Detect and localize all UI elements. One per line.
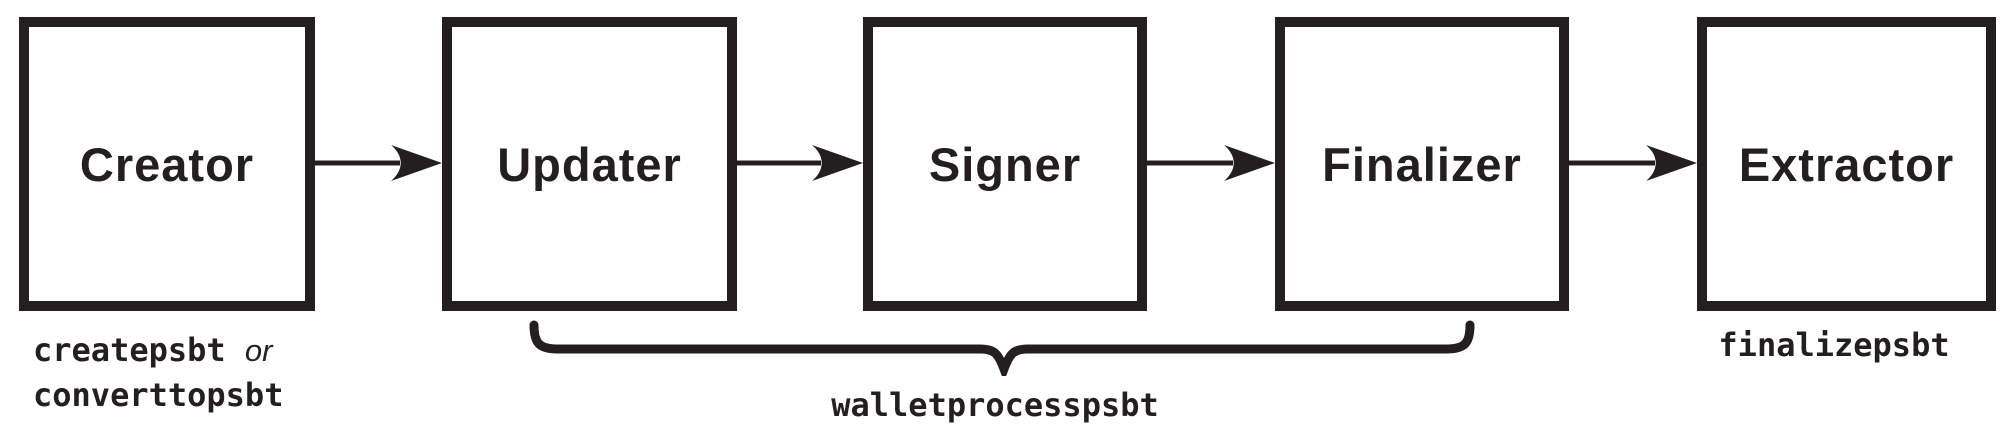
creator-code-2: converttopsbt xyxy=(33,376,284,414)
box-updater: Updater xyxy=(442,17,737,311)
arrow-updater-to-signer-icon xyxy=(737,145,863,181)
creator-caption-line1: createpsbt or xyxy=(33,328,283,373)
box-updater-label: Updater xyxy=(497,137,682,191)
arrow-finalizer-to-extractor-icon xyxy=(1569,145,1697,181)
creator-code-1: createpsbt xyxy=(33,331,226,369)
walletprocesspsbt-caption: walletprocesspsbt xyxy=(831,386,1159,424)
creator-caption: createpsbt or converttopsbt xyxy=(33,328,283,418)
box-finalizer: Finalizer xyxy=(1275,17,1569,311)
finalizepsbt-caption: finalizepsbt xyxy=(1718,326,1950,364)
box-creator: Creator xyxy=(19,17,315,311)
box-signer-label: Signer xyxy=(928,137,1082,191)
box-extractor: Extractor xyxy=(1697,17,1996,311)
box-extractor-label: Extractor xyxy=(1738,137,1955,191)
arrow-signer-to-finalizer-icon xyxy=(1147,145,1275,181)
box-finalizer-label: Finalizer xyxy=(1322,137,1522,191)
brace-walletprocesspsbt-icon xyxy=(529,320,1475,376)
arrow-creator-to-updater-icon xyxy=(315,145,442,181)
box-creator-label: Creator xyxy=(79,137,255,191)
creator-caption-space xyxy=(226,331,245,369)
creator-conjunction: or xyxy=(244,333,273,368)
box-signer: Signer xyxy=(863,17,1147,311)
